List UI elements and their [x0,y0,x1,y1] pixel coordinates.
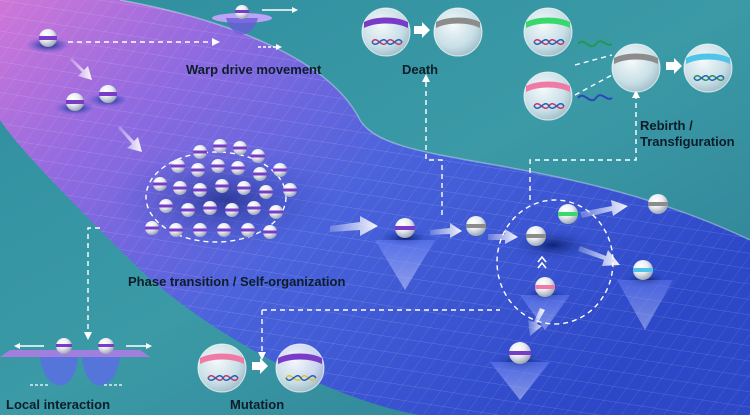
label-death: Death [402,62,439,77]
rebirth-illustration [523,7,733,121]
label-rebirth-line1: Rebirth / [640,118,693,133]
label-local-interaction: Local interaction [6,397,111,412]
label-phase-transition: Phase transition / Self-organization [128,274,346,289]
sphere-cluster [145,139,297,239]
label-rebirth-line2: Transfiguration [640,134,735,149]
spheres-path [39,29,668,364]
mutation-illustration [197,343,325,393]
label-mutation: Mutation [230,397,285,412]
arrow-right-icon [414,22,430,38]
arrowheads [84,38,640,360]
local-interaction-illustration [0,338,152,386]
label-rebirth: Rebirth / Transfiguration [640,118,750,150]
flow-arrows [70,58,628,336]
death-illustration [361,7,483,57]
label-warp-drive: Warp drive movement [186,62,322,77]
rna-wave-icon [577,40,613,48]
warp-drive-illustration [212,5,298,50]
double-chevron-icon [537,255,547,269]
